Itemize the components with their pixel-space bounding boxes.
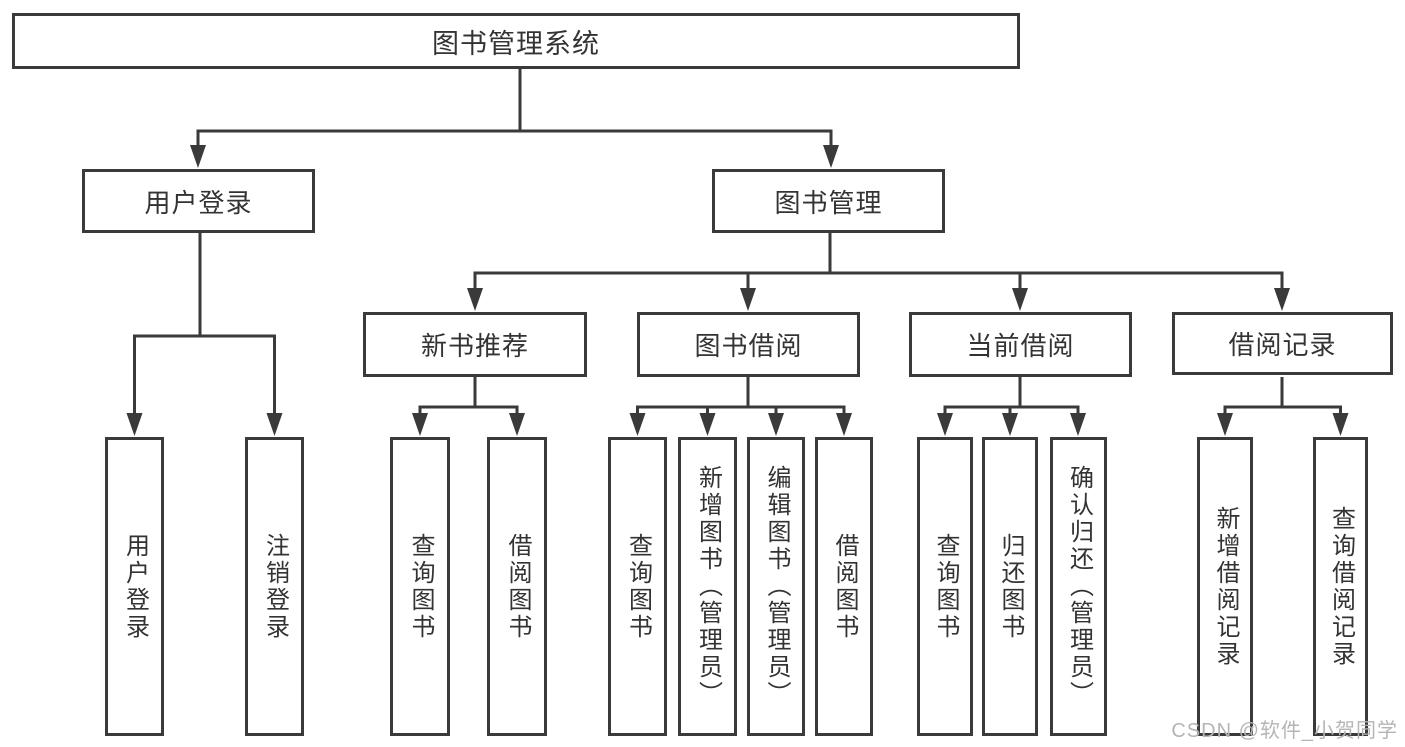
node-nbr-borrow-books: 借阅图书: [487, 437, 547, 736]
node-label: 借阅图书: [504, 532, 531, 641]
node-label: 查询图书: [407, 532, 434, 641]
node-label: 归还图书: [997, 532, 1024, 641]
node-bb-edit-books-admin: 编辑图书（管理员）: [747, 437, 805, 736]
node-borrow-records: 借阅记录: [1172, 312, 1393, 375]
node-label: 新增借阅记录: [1212, 505, 1239, 668]
csdn-watermark: CSDN @软件_小贺同学: [1171, 720, 1398, 742]
node-label: 用户登录: [121, 532, 149, 641]
node-new-book-recommend: 新书推荐: [363, 312, 587, 377]
node-cb-return-books: 归还图书: [982, 437, 1038, 736]
node-current-borrow: 当前借阅: [909, 312, 1132, 377]
node-br-add-record: 新增借阅记录: [1197, 437, 1253, 736]
node-bb-query-books: 查询图书: [608, 437, 667, 736]
node-label: 注销登录: [261, 532, 289, 641]
node-bb-borrow-books: 借阅图书: [815, 437, 873, 736]
node-label: 查询图书: [932, 532, 959, 641]
node-root-system: 图书管理系统: [12, 13, 1020, 69]
node-nbr-query-books: 查询图书: [390, 437, 450, 736]
node-label: 编辑图书（管理员）: [763, 465, 790, 708]
node-label: 查询图书: [624, 532, 652, 641]
node-book-borrow: 图书借阅: [637, 312, 860, 377]
node-bb-add-books-admin: 新增图书（管理员）: [678, 437, 737, 736]
node-user-login: 用户登录: [105, 437, 164, 736]
node-cb-query-books: 查询图书: [917, 437, 973, 736]
node-label: 新增图书（管理员）: [694, 465, 722, 708]
node-logout: 注销登录: [245, 437, 304, 736]
node-user-login-group: 用户登录: [82, 169, 315, 233]
node-br-query-record: 查询借阅记录: [1313, 437, 1368, 736]
node-label: 确认归还（管理员）: [1065, 465, 1093, 708]
node-book-management: 图书管理: [712, 169, 945, 233]
node-cb-confirm-return-admin: 确认归还（管理员）: [1050, 437, 1107, 736]
node-label: 查询借阅记录: [1327, 505, 1355, 668]
node-label: 借阅图书: [831, 532, 858, 641]
